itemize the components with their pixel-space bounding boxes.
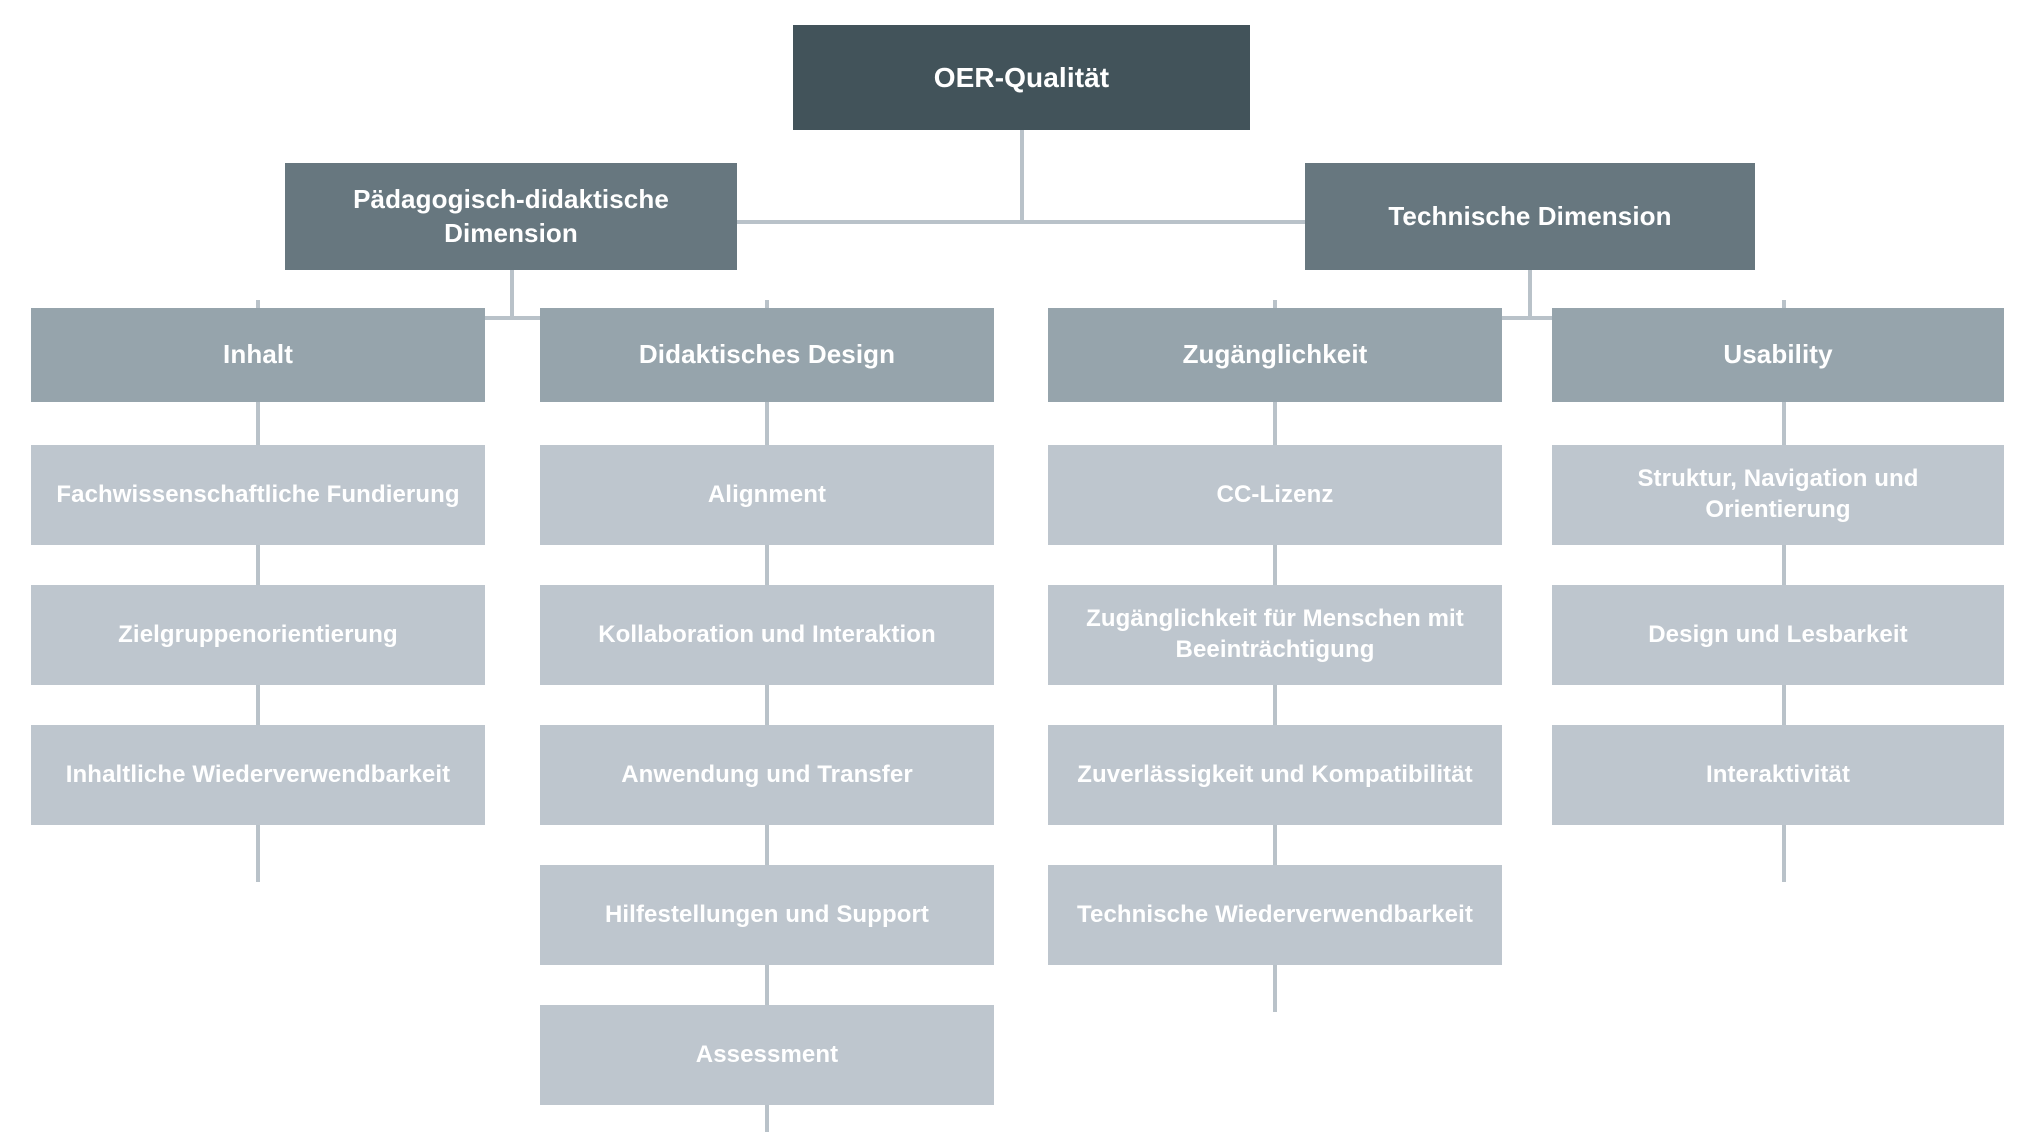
node-label: Alignment xyxy=(707,480,827,508)
node-label: Kollaboration und Interaktion xyxy=(598,620,936,648)
node-interaktivitaet[interactable]: Interaktivität xyxy=(1552,725,2004,825)
connector-left-dimension-stem xyxy=(510,270,514,318)
node-assessment[interactable]: Assessment xyxy=(540,1005,994,1105)
connector-right-category-bus xyxy=(1273,316,1785,320)
node-label: Usability xyxy=(1723,339,1833,370)
node-label: Design und Lesbarkeit xyxy=(1648,620,1908,648)
node-label: Inhalt xyxy=(223,339,293,370)
connector-right-dimension-stem xyxy=(1528,270,1532,318)
node-label: Struktur, Navigation und Orientierung xyxy=(1637,465,1919,523)
node-label: CC-Lizenz xyxy=(1216,480,1334,508)
node-cc-lizenz[interactable]: CC-Lizenz xyxy=(1048,445,1502,545)
node-oer-qualitaet[interactable]: OER-Qualität xyxy=(793,25,1250,130)
node-zugaenglichkeit-fuer-menschen-mit-beeintraechtigung[interactable]: Zugänglichkeit für Menschen mit Beeinträ… xyxy=(1048,585,1502,685)
node-technische-dimension[interactable]: Technische Dimension xyxy=(1305,163,1755,270)
connector-dimension-bus xyxy=(735,220,1307,224)
node-anwendung-und-transfer[interactable]: Anwendung und Transfer xyxy=(540,725,994,825)
node-label: Technische Wiederverwendbarkeit xyxy=(1077,900,1473,928)
node-label: Zuverlässigkeit und Kompatibilität xyxy=(1077,760,1473,788)
node-alignment[interactable]: Alignment xyxy=(540,445,994,545)
node-technische-wiederverwendbarkeit[interactable]: Technische Wiederverwendbarkeit xyxy=(1048,865,1502,965)
connector-left-category-bus xyxy=(256,316,768,320)
node-label: Zielgruppenorientierung xyxy=(118,620,398,648)
connector-spine-zugaenglichkeit xyxy=(1273,402,1277,1012)
node-zugaenglichkeit[interactable]: Zugänglichkeit xyxy=(1048,308,1502,402)
node-inhalt[interactable]: Inhalt xyxy=(31,308,485,402)
node-label: Didaktisches Design xyxy=(638,339,896,370)
node-kollaboration-und-interaktion[interactable]: Kollaboration und Interaktion xyxy=(540,585,994,685)
node-label: Zugänglichkeit xyxy=(1182,339,1368,370)
connector-root-stem xyxy=(1020,130,1024,222)
node-fachwissenschaftliche-fundierung[interactable]: Fachwissenschaftliche Fundierung xyxy=(31,445,485,545)
node-didaktisches-design[interactable]: Didaktisches Design xyxy=(540,308,994,402)
node-design-und-lesbarkeit[interactable]: Design und Lesbarkeit xyxy=(1552,585,2004,685)
node-paedagogisch-didaktische-dimension[interactable]: Pädagogisch-didaktische Dimension xyxy=(285,163,737,270)
node-label: Fachwissenschaftliche Fundierung xyxy=(56,480,460,508)
node-label: Anwendung und Transfer xyxy=(621,760,913,788)
node-label: Technische Dimension xyxy=(1388,200,1672,231)
node-inhaltliche-wiederverwendbarkeit[interactable]: Inhaltliche Wiederverwendbarkeit xyxy=(31,725,485,825)
node-label: Hilfestellungen und Support xyxy=(604,900,930,928)
node-zielgruppenorientierung[interactable]: Zielgruppenorientierung xyxy=(31,585,485,685)
node-zuverlaessigkeit-und-kompatibilitaet[interactable]: Zuverlässigkeit und Kompatibilität xyxy=(1048,725,1502,825)
node-hilfestellungen-und-support[interactable]: Hilfestellungen und Support xyxy=(540,865,994,965)
node-label: Inhaltliche Wiederverwendbarkeit xyxy=(65,760,451,788)
node-label: Assessment xyxy=(695,1040,839,1068)
node-label: Zugänglichkeit für Menschen mit Beeinträ… xyxy=(1086,605,1464,663)
node-usability[interactable]: Usability xyxy=(1552,308,2004,402)
node-label: OER-Qualität xyxy=(933,61,1110,93)
node-struktur-navigation-und-orientierung[interactable]: Struktur, Navigation und Orientierung xyxy=(1552,445,2004,545)
node-label: Pädagogisch-didaktische Dimension xyxy=(353,184,669,248)
node-label: Interaktivität xyxy=(1705,760,1851,788)
